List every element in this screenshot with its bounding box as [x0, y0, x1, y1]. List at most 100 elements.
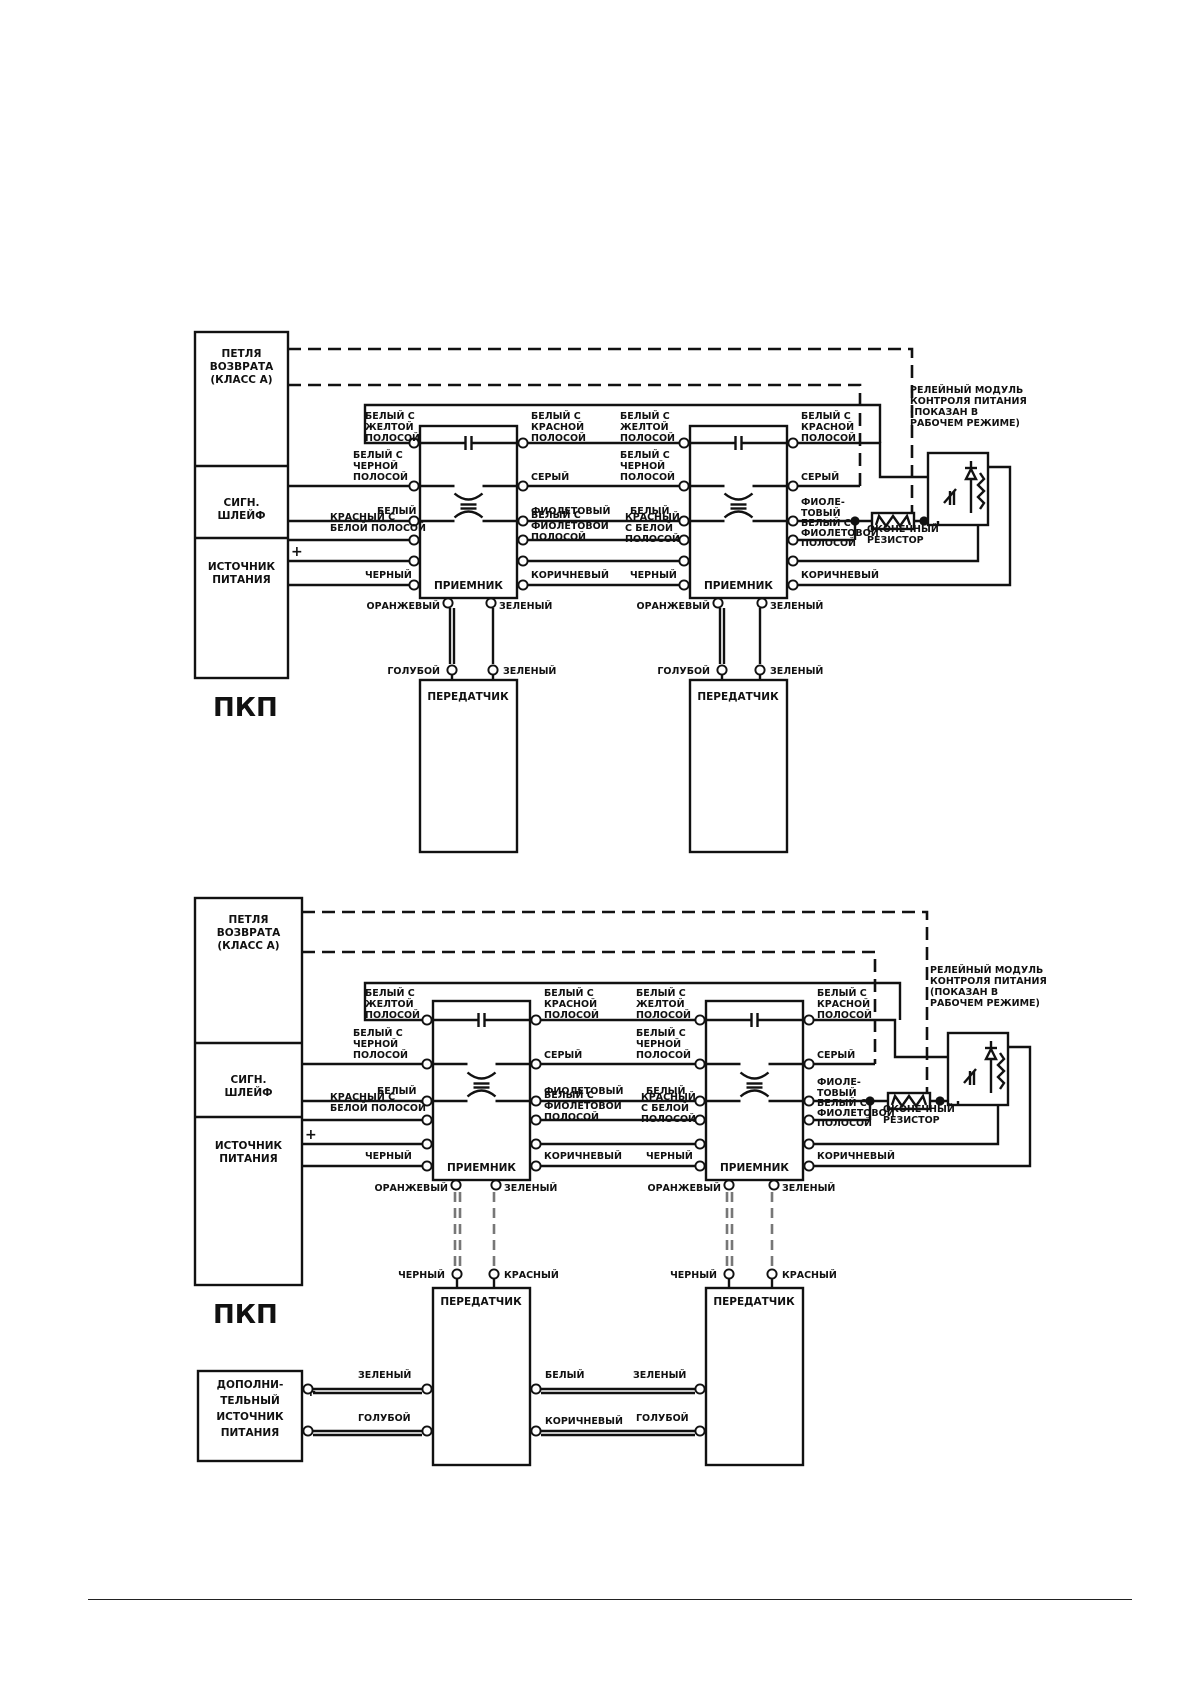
terminal: [485, 597, 497, 609]
wire-label: БЕЛЫЙ С: [636, 1027, 686, 1039]
wire-label: ГОЛУБОЙ: [387, 665, 440, 677]
wire-label: КРАСНЫЙ С: [330, 1091, 395, 1103]
wire-label: ЧЕРНЫЙ: [630, 569, 677, 581]
panel-label-signal-loop: СИГН.: [231, 1074, 267, 1086]
panel-label-return-loop: ВОЗВРАТА: [217, 927, 281, 939]
panel-label-signal-loop: СИГН.: [224, 497, 260, 509]
transmitter-box: [704, 1286, 805, 1467]
wire-label: КОРИЧНЕВЫЙ: [531, 569, 609, 581]
panel-title: ПКП: [213, 1300, 278, 1330]
wire-label: ЗЕЛЕНЫЙ: [633, 1369, 686, 1381]
transmitter-label: ПЕРЕДАТЧИК: [697, 691, 779, 703]
wire-label: КОРИЧНЕВЫЙ: [817, 1150, 895, 1162]
terminal: [421, 1425, 433, 1437]
control-panel: [193, 896, 304, 1287]
wire-label: ФИОЛЕ-: [801, 497, 845, 508]
wire-label: КРАСНЫЙ: [641, 1091, 696, 1103]
terminal: [408, 579, 420, 591]
footer-rule: [88, 1599, 1132, 1600]
wire-label: ПОЛОСОЙ: [625, 533, 680, 545]
wire-label: ЧЕРНЫЙ: [398, 1269, 445, 1281]
terminal: [716, 664, 728, 676]
wire-label: БЕЛЫЙ: [545, 1369, 584, 1381]
wire-label: ЧЕРНЫЙ: [365, 569, 412, 581]
wire-label: ПОЛОСОЙ: [636, 1009, 691, 1021]
wire-label: КРАСНЫЙ С: [330, 511, 395, 523]
wire-label: БЕЛЫЙ С: [801, 517, 851, 529]
terminal: [803, 1114, 815, 1126]
wire-label: ФИОЛЕТОВОЙ: [817, 1107, 895, 1119]
wire-label: ПОЛОСОЙ: [641, 1113, 696, 1125]
terminal: [694, 1425, 706, 1437]
contact-symbol: [466, 1089, 497, 1098]
transmitter-label: ПЕРЕДАТЧИК: [713, 1296, 795, 1308]
transmitter-label: ПЕРЕДАТЧИК: [440, 1296, 522, 1308]
wire-label: КРАСНОЙ: [544, 998, 597, 1010]
resistor-zigzag: [874, 513, 912, 529]
wire-label: ФИОЛЕТОВЫЙ: [531, 505, 610, 517]
terminal: [756, 597, 768, 609]
wire-label: БЕЛЫЙ: [630, 505, 669, 517]
wire-label: ЧЕРНОЙ: [636, 1038, 681, 1050]
terminal: [408, 480, 420, 492]
aux-power-label: ТЕЛЬНЫЙ: [220, 1394, 280, 1407]
panel-label-signal-loop: ШЛЕЙФ: [224, 1086, 272, 1099]
transmitter-box: [688, 678, 789, 854]
terminal: [302, 1383, 314, 1395]
terminal: [517, 534, 529, 546]
return-loop-dashed: [302, 950, 877, 1064]
wire-label: БЕЛЫЙ С: [544, 987, 594, 999]
wire-label: КРАСНОЙ: [801, 421, 854, 433]
terminal: [530, 1114, 542, 1126]
terminal: [421, 1014, 433, 1026]
wire-label: БЕЛЫЙ С: [544, 1089, 594, 1101]
terminal: [517, 515, 529, 527]
return-loop-dashed: [288, 383, 862, 486]
control-panel: [193, 330, 290, 680]
panel-label-power-source: ПИТАНИЯ: [212, 574, 271, 586]
wire-label: ПОЛОСОЙ: [620, 471, 675, 483]
contact-symbol: [723, 492, 754, 501]
wire-label: ЧЕРНОЙ: [353, 1038, 398, 1050]
wire-label: БЕЛЫЙ С: [636, 987, 686, 999]
relay-wire: [814, 1105, 1000, 1146]
panel-label-power-source: ИСТОЧНИК: [208, 561, 276, 573]
terminal: [517, 480, 529, 492]
wire-label: ЗЕЛЕНЫЙ: [782, 1182, 835, 1194]
resistor-zigzag: [890, 1093, 928, 1109]
terminal: [694, 1014, 706, 1026]
wire-label: С БЕЛОЙ: [641, 1102, 689, 1114]
wire-label: ПОЛОСОЙ: [620, 432, 675, 444]
wire-label: СЕРЫЙ: [544, 1049, 582, 1061]
terminal: [530, 1095, 542, 1107]
wire-label: ПОЛОСОЙ: [817, 1117, 872, 1129]
wire-label: ЖЕЛТОЙ: [636, 998, 685, 1010]
class-a-loop-wire: [363, 981, 902, 1022]
wire-label: БЕЛЫЙ С: [817, 987, 867, 999]
terminal: [694, 1160, 706, 1172]
transmitter-box: [431, 1286, 532, 1467]
wire-label: КРАСНЫЙ: [625, 511, 680, 523]
wire-label: БЕЛЫЙ С: [801, 410, 851, 422]
terminal: [678, 480, 690, 492]
plus-sign: +: [305, 1127, 317, 1143]
terminal: [530, 1383, 542, 1395]
terminal: [787, 480, 799, 492]
wire-label: КРАСНЫЙ: [782, 1269, 837, 1281]
terminal: [803, 1138, 815, 1150]
terminal: [694, 1114, 706, 1126]
aux-power-supply: [196, 1369, 304, 1463]
terminal: [408, 437, 420, 449]
relay-module-label: (ПОКАЗАН В: [910, 407, 978, 418]
relay-wire: [798, 465, 1012, 587]
wire-label: ГОЛУБОЙ: [358, 1412, 411, 1424]
end-resistor-label: ОКОНЕЧНЫЙ: [867, 523, 939, 535]
wire-label: ЖЕЛТОЙ: [620, 421, 669, 433]
terminal: [803, 1014, 815, 1026]
class-a-loop-wire: [363, 403, 882, 445]
panel-label-power-source: ПИТАНИЯ: [219, 1153, 278, 1165]
contact-symbol: [739, 1071, 770, 1080]
wire-label: ОРАНЖЕВЫЙ: [637, 600, 711, 612]
terminal: [766, 1268, 778, 1280]
panel-title: ПКП: [213, 693, 278, 723]
